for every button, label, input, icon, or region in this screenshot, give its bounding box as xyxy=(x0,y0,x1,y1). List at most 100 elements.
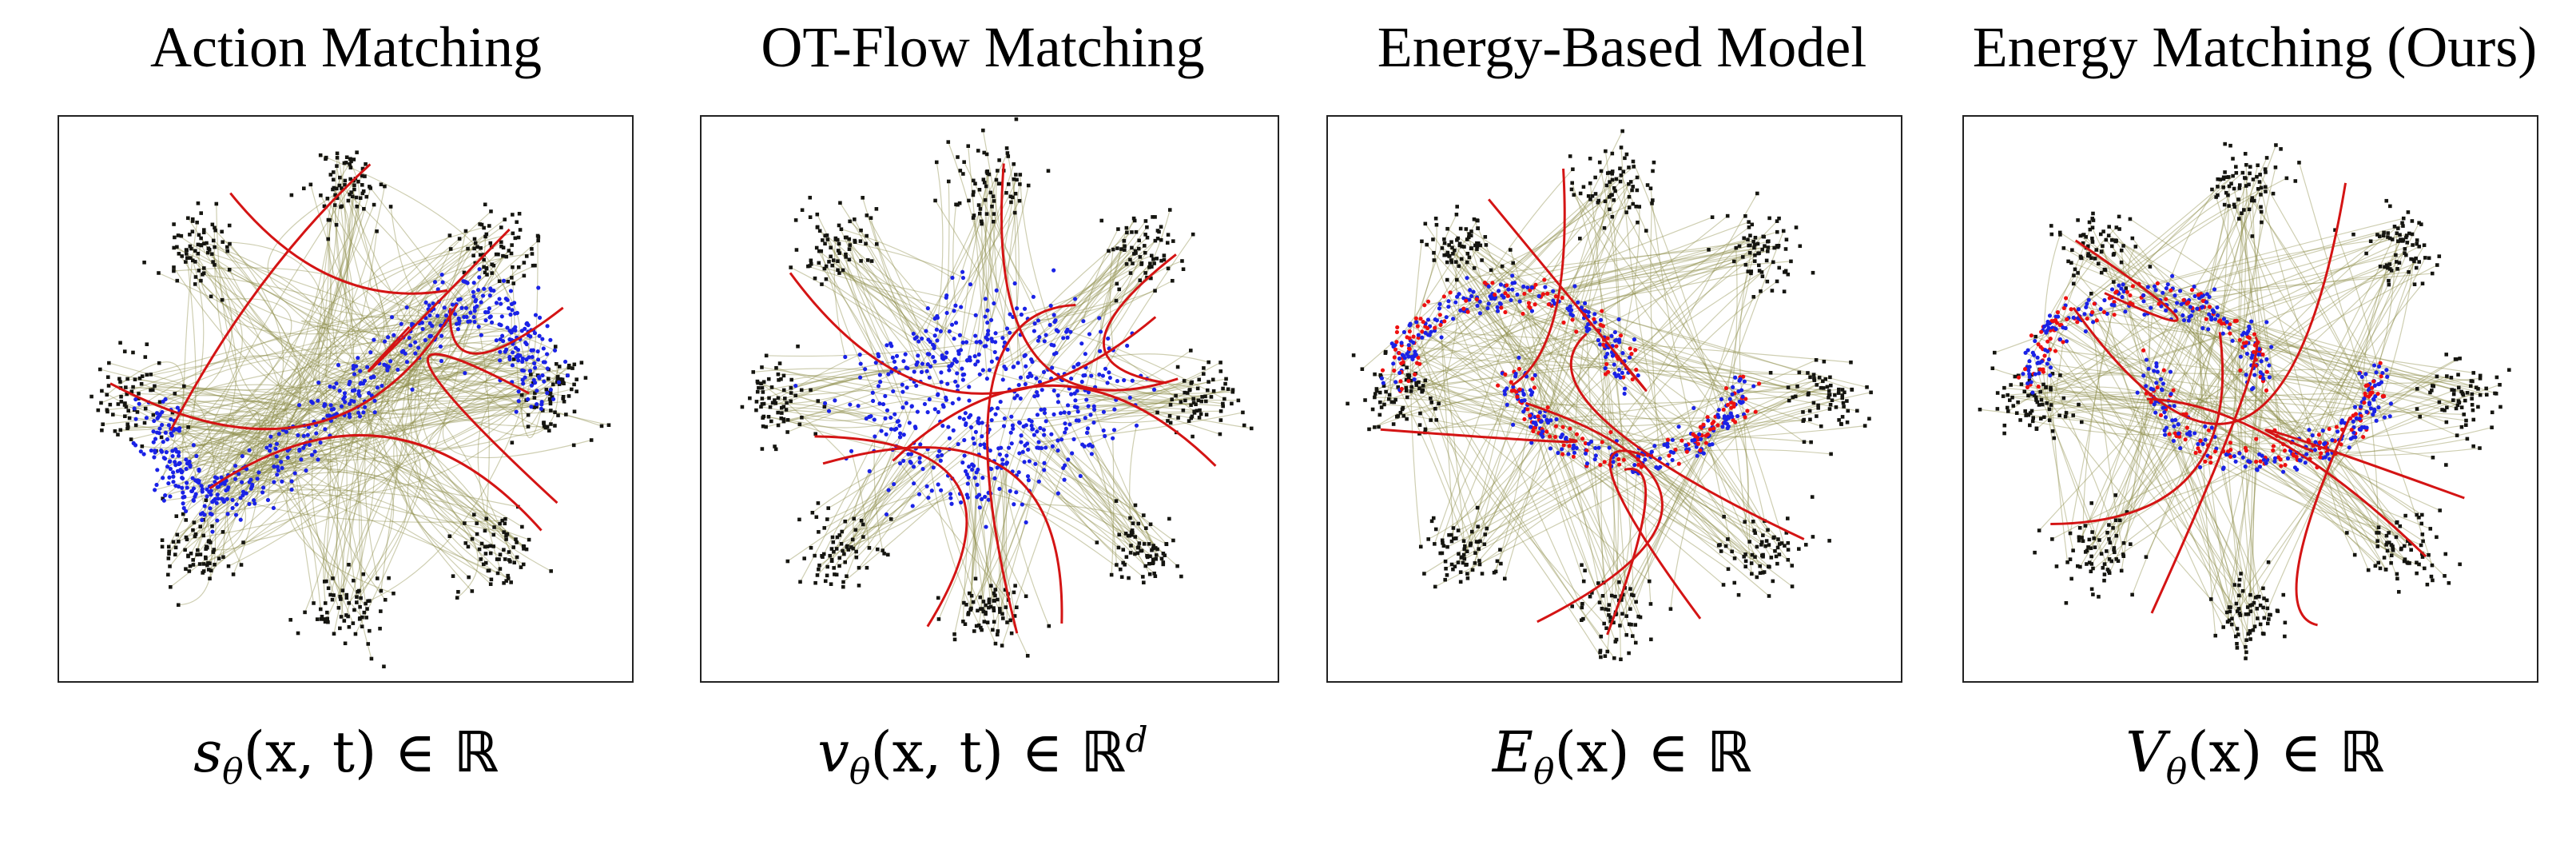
target-point xyxy=(215,518,220,523)
trajectory xyxy=(1467,311,1770,568)
source-point xyxy=(1775,279,1779,284)
target-point xyxy=(936,453,940,459)
trajectory xyxy=(2162,293,2378,533)
source-point xyxy=(2420,555,2425,559)
target-point xyxy=(488,314,493,319)
source-point xyxy=(388,205,393,209)
target-point xyxy=(953,321,959,325)
source-point xyxy=(1477,562,1482,567)
trajectory xyxy=(342,279,475,591)
target-point xyxy=(924,369,929,373)
source-point xyxy=(455,596,459,600)
source-point xyxy=(764,353,769,358)
trajectory xyxy=(1075,404,1171,412)
source-point xyxy=(1241,410,1245,415)
source-point xyxy=(1472,217,1477,221)
source-point xyxy=(195,552,199,557)
target-point xyxy=(450,302,455,307)
target-point xyxy=(268,434,273,439)
target-point xyxy=(879,428,884,433)
source-point xyxy=(1015,177,1019,182)
source-point xyxy=(1381,384,1386,388)
trajectory xyxy=(1063,402,1223,413)
target-point xyxy=(523,326,527,331)
target-point xyxy=(922,401,928,407)
target-point xyxy=(209,488,213,493)
target-point xyxy=(524,321,529,326)
target-point xyxy=(894,353,900,358)
trajectory xyxy=(757,360,971,393)
target-point xyxy=(1540,292,1545,297)
source-point xyxy=(193,275,198,279)
source-point xyxy=(2002,385,2006,390)
target-point xyxy=(1618,375,1623,380)
trajectory xyxy=(220,235,451,484)
trajectory xyxy=(170,249,197,436)
target-point xyxy=(904,365,908,370)
trajectory xyxy=(106,400,278,468)
source-point xyxy=(1469,233,1473,237)
target-point xyxy=(1469,293,1474,299)
target-point xyxy=(927,397,932,402)
target-point xyxy=(540,373,545,378)
source-point xyxy=(1610,169,1615,173)
source-point xyxy=(1150,265,1154,269)
source-point xyxy=(1370,407,1375,412)
trajectory xyxy=(310,184,504,369)
source-point xyxy=(2271,191,2276,196)
target-point xyxy=(498,349,503,354)
trajectory xyxy=(1088,405,1197,412)
target-point xyxy=(400,349,404,354)
target-point xyxy=(1051,313,1056,317)
target-point xyxy=(973,313,978,317)
trajectory xyxy=(2051,321,2249,635)
trajectory xyxy=(1735,421,1766,521)
target-point xyxy=(1517,366,1522,371)
source-point xyxy=(1404,389,1409,393)
source-point xyxy=(335,156,340,160)
source-point xyxy=(2090,530,2094,534)
source-point xyxy=(2235,641,2239,646)
source-point xyxy=(2293,179,2298,183)
trajectory xyxy=(1115,381,1209,401)
target-point xyxy=(343,400,348,405)
source-point xyxy=(166,572,170,577)
target-point xyxy=(857,353,862,357)
trajectory xyxy=(2189,165,2259,432)
target-point xyxy=(214,500,219,505)
target-point xyxy=(184,466,189,472)
source-point xyxy=(2076,564,2080,568)
source-point xyxy=(336,606,341,610)
target-point xyxy=(280,465,284,470)
trajectory xyxy=(217,253,533,496)
target-point xyxy=(927,352,932,357)
source-point xyxy=(199,278,203,283)
trajectory xyxy=(402,269,486,548)
target-point xyxy=(1101,409,1106,414)
source-point xyxy=(1635,175,1640,180)
target-point xyxy=(1737,378,1742,383)
source-point xyxy=(337,183,342,188)
source-point xyxy=(188,564,193,568)
source-point xyxy=(2401,216,2406,221)
source-point xyxy=(846,548,851,552)
source-point xyxy=(2010,395,2014,400)
target-point xyxy=(471,294,476,299)
target-point xyxy=(1670,457,1675,463)
target-point xyxy=(886,488,891,492)
source-point xyxy=(2109,559,2114,564)
target-point xyxy=(1509,380,1513,385)
target-point xyxy=(931,465,936,470)
source-point xyxy=(535,405,539,409)
source-point xyxy=(489,577,494,582)
target-point xyxy=(151,440,156,444)
source-point xyxy=(2244,162,2248,167)
source-point xyxy=(2387,282,2391,287)
source-point xyxy=(793,218,798,222)
target-point xyxy=(543,360,547,365)
source-point xyxy=(1417,380,1421,385)
source-point xyxy=(1470,568,1475,572)
trajectory xyxy=(187,206,358,464)
source-point xyxy=(2023,409,2027,413)
trajectory xyxy=(2293,447,2480,456)
